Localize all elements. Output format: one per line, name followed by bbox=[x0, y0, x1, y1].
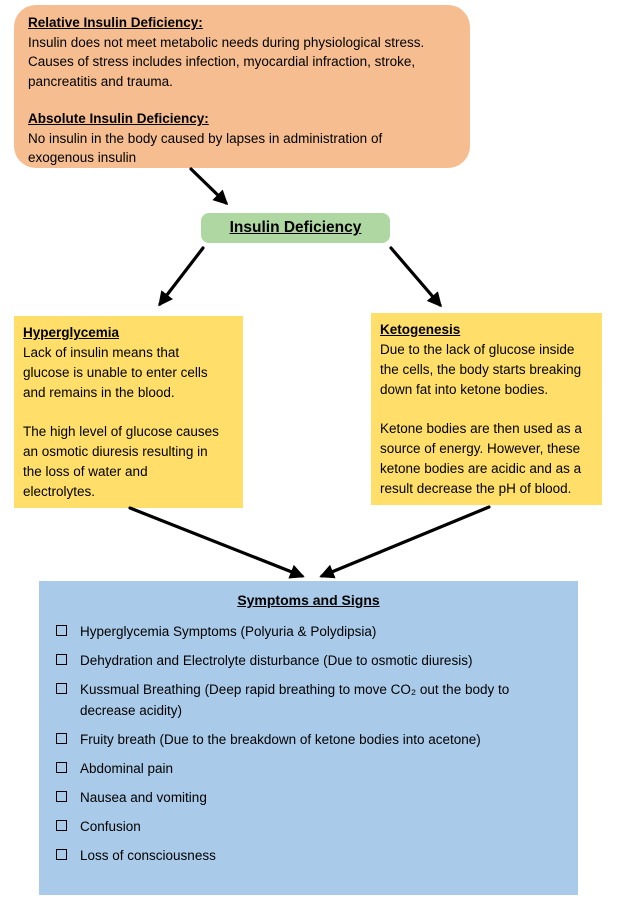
checkbox-bullet-icon bbox=[56, 762, 67, 773]
hyperglycemia-box: Hyperglycemia Lack of insulin means that… bbox=[14, 316, 243, 508]
symptom-item-kussmual-breathing: Kussmual Breathing (Deep rapid breathing… bbox=[53, 679, 564, 721]
hyperglycemia-heading: Hyperglycemia bbox=[23, 325, 120, 340]
checkbox-bullet-icon bbox=[56, 625, 67, 636]
symptom-text: Nausea and vomiting bbox=[80, 790, 207, 805]
hyperglycemia-paragraph-2: The high level of glucose causes an osmo… bbox=[23, 424, 219, 499]
symptom-text: Confusion bbox=[80, 819, 141, 834]
arrow-hyperglycemia-to-symptoms bbox=[128, 506, 305, 579]
arrow-central-to-ketogenesis bbox=[389, 246, 442, 308]
symptom-item-loss-of-consciousness: Loss of consciousness bbox=[53, 845, 564, 866]
checkbox-bullet-icon bbox=[56, 791, 67, 802]
ketogenesis-paragraph-1: Due to the lack of glucose inside the ce… bbox=[380, 342, 582, 397]
hyperglycemia-paragraph-1: Lack of insulin means that glucose is un… bbox=[23, 345, 208, 400]
checkbox-bullet-icon bbox=[56, 654, 67, 665]
symptom-item-dehydration: Dehydration and Electrolyte disturbance … bbox=[53, 650, 564, 671]
relative-insulin-deficiency-body: Insulin does not meet metabolic needs du… bbox=[28, 34, 425, 89]
symptom-text: Fruity breath (Due to the breakdown of k… bbox=[80, 732, 481, 747]
absolute-insulin-deficiency-body: No insulin in the body caused by lapses … bbox=[28, 130, 383, 166]
insulin-deficiency-node: Insulin Deficiency bbox=[201, 213, 390, 243]
ketogenesis-paragraph-2: Ketone bodies are then used as a source … bbox=[380, 421, 582, 496]
symptom-item-hyperglycemia: Hyperglycemia Symptoms (Polyuria & Polyd… bbox=[53, 621, 564, 642]
checkbox-bullet-icon bbox=[56, 733, 67, 744]
ketogenesis-heading: Ketogenesis bbox=[380, 322, 461, 337]
ketogenesis-box: Ketogenesis Due to the lack of glucose i… bbox=[371, 313, 602, 505]
symptom-item-abdominal-pain: Abdominal pain bbox=[53, 758, 564, 779]
symptom-item-confusion: Confusion bbox=[53, 816, 564, 837]
checkbox-bullet-icon bbox=[56, 849, 67, 860]
absolute-insulin-deficiency-heading: Absolute Insulin Deficiency: bbox=[28, 111, 209, 126]
symptom-text: Dehydration and Electrolyte disturbance … bbox=[80, 653, 473, 668]
symptoms-heading: Symptoms and Signs bbox=[237, 592, 380, 608]
symptoms-box: Symptoms and Signs Hyperglycemia Symptom… bbox=[39, 581, 578, 895]
symptom-item-fruity-breath: Fruity breath (Due to the breakdown of k… bbox=[53, 729, 564, 750]
arrow-overview-to-central bbox=[189, 167, 229, 206]
arrow-ketogenesis-to-symptoms bbox=[319, 505, 491, 579]
overview-box: Relative Insulin Deficiency: Insulin doe… bbox=[14, 5, 470, 168]
symptom-item-nausea-vomiting: Nausea and vomiting bbox=[53, 787, 564, 808]
symptom-text: Abdominal pain bbox=[80, 761, 174, 776]
insulin-deficiency-label: Insulin Deficiency bbox=[229, 219, 362, 236]
relative-insulin-deficiency-heading: Relative Insulin Deficiency: bbox=[28, 15, 203, 30]
checkbox-bullet-icon bbox=[56, 820, 67, 831]
checkbox-bullet-icon bbox=[56, 683, 67, 694]
arrow-central-to-hyperglycemia bbox=[158, 246, 205, 307]
symptom-text: Kussmual Breathing (Deep rapid breathing… bbox=[80, 682, 510, 718]
symptom-text: Loss of consciousness bbox=[80, 848, 216, 863]
symptom-text: Hyperglycemia Symptoms (Polyuria & Polyd… bbox=[80, 624, 377, 639]
